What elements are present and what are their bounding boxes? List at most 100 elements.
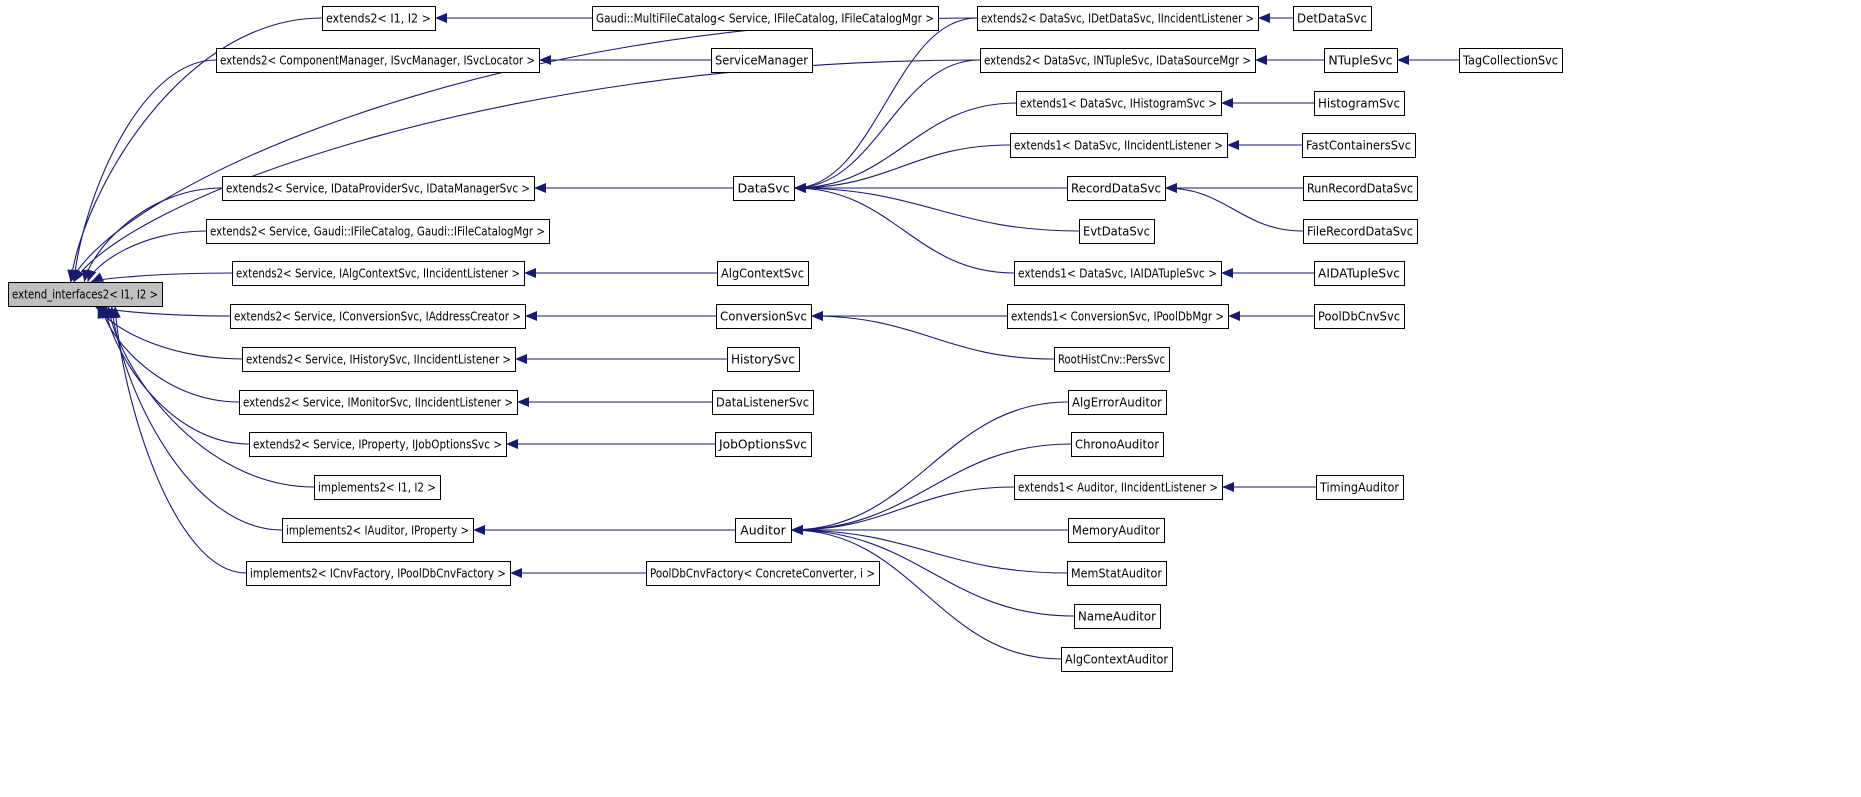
class-node-memstatauditor[interactable]: MemStatAuditor	[1067, 561, 1167, 586]
class-node-label: PoolDbCnvFactory< ConcreteConverter, i >	[650, 566, 875, 581]
class-node-evtdatasvc[interactable]: EvtDataSvc	[1079, 219, 1155, 244]
class-node-box	[246, 561, 511, 586]
class-node-ext2_compmgr[interactable]: extends2< ComponentManager, ISvcManager,…	[216, 48, 540, 73]
class-node-ext2_i1i2[interactable]: extends2< I1, I2 >	[322, 6, 436, 31]
class-node-label: ConversionSvc	[720, 309, 807, 324]
class-node-box	[1054, 347, 1170, 372]
class-node-aidatuplesvc[interactable]: AIDATupleSvc	[1314, 261, 1405, 286]
class-node-ext1_datasvc_iincident[interactable]: extends1< DataSvc, IIncidentListener >	[1010, 133, 1228, 158]
class-node-label: extends1< DataSvc, IAIDATupleSvc >	[1018, 266, 1217, 281]
class-node-label: EvtDataSvc	[1083, 224, 1150, 239]
class-node-memoryauditor[interactable]: MemoryAuditor	[1068, 518, 1165, 543]
class-node-box	[1074, 604, 1161, 629]
class-node-label: DetDataSvc	[1297, 11, 1367, 26]
class-node-label: NameAuditor	[1078, 609, 1157, 624]
class-node-ext2_service_idataprov[interactable]: extends2< Service, IDataProviderSvc, IDa…	[222, 176, 535, 201]
class-node-box	[1079, 219, 1155, 244]
class-node-auditor[interactable]: Auditor	[735, 518, 792, 543]
class-node-label: extends2< ComponentManager, ISvcManager,…	[220, 53, 535, 68]
class-node-timingauditor[interactable]: TimingAuditor	[1316, 475, 1404, 500]
class-node-label: RootHistCnv::PersSvc	[1058, 352, 1165, 367]
class-node-label: extends2< Service, Gaudi::IFileCatalog, …	[210, 224, 545, 239]
class-node-pooldbcnvfactory[interactable]: PoolDbCnvFactory< ConcreteConverter, i >	[646, 561, 880, 586]
class-node-label: TagCollectionSvc	[1462, 53, 1558, 68]
class-node-ext2_service_imonitor[interactable]: extends2< Service, IMonitorSvc, IInciden…	[239, 390, 518, 415]
class-node-ext1_conv_ipooldb[interactable]: extends1< ConversionSvc, IPoolDbMgr >	[1007, 304, 1229, 329]
class-node-fastcontainerssvc[interactable]: FastContainersSvc	[1302, 133, 1416, 158]
class-node-tagcollectionsvc[interactable]: TagCollectionSvc	[1459, 48, 1563, 73]
class-node-ext2_datasvc_idet[interactable]: extends2< DataSvc, IDetDataSvc, IInciden…	[977, 6, 1259, 31]
inheritance-edge-ext2_service_imonitor-to-root	[98, 305, 240, 403]
class-node-recorddatasvc[interactable]: RecordDataSvc	[1067, 176, 1166, 201]
class-node-runrecorddatasvc[interactable]: RunRecordDataSvc	[1303, 176, 1418, 201]
class-node-box	[1314, 91, 1405, 116]
class-node-filerecorddatasvc[interactable]: FileRecordDataSvc	[1303, 219, 1418, 244]
class-node-ext2_service_iconv[interactable]: extends2< Service, IConversionSvc, IAddr…	[230, 304, 526, 329]
class-node-box	[282, 518, 474, 543]
class-node-servicemanager[interactable]: ServiceManager	[711, 48, 813, 73]
class-node-pooldbcnvsvc[interactable]: PoolDbCnvSvc	[1314, 304, 1405, 329]
class-node-ext2_service_iproperty[interactable]: extends2< Service, IProperty, IJobOption…	[249, 432, 507, 457]
class-node-ext2_datasvc_intuple[interactable]: extends2< DataSvc, INTupleSvc, IDataSour…	[980, 48, 1256, 73]
class-node-label: extends1< DataSvc, IHistogramSvc >	[1020, 96, 1217, 111]
class-node-datasvc[interactable]: DataSvc	[733, 176, 795, 201]
class-node-algcontextsvc[interactable]: AlgContextSvc	[717, 261, 809, 286]
class-node-root[interactable]: extend_interfaces2< I1, I2 >	[8, 282, 163, 307]
class-node-box	[977, 6, 1259, 31]
class-node-box	[1314, 304, 1405, 329]
class-node-ext2_service_ifilecatalog[interactable]: extends2< Service, Gaudi::IFileCatalog, …	[206, 219, 550, 244]
class-node-box	[8, 282, 163, 307]
class-node-joboptionssvc[interactable]: JobOptionsSvc	[715, 432, 812, 457]
class-node-label: RunRecordDataSvc	[1307, 181, 1413, 196]
inheritance-edge-roothistcnv-to-conversionsvc	[810, 311, 1055, 360]
class-node-impl2_icnvfactory[interactable]: implements2< ICnvFactory, IPoolDbCnvFact…	[246, 561, 511, 586]
class-node-ext1_auditor_iincident[interactable]: extends1< Auditor, IIncidentListener >	[1014, 475, 1223, 500]
inheritance-edge-nameauditor-to-auditor	[790, 525, 1075, 617]
class-node-label: extends1< ConversionSvc, IPoolDbMgr >	[1011, 309, 1224, 324]
class-node-algcontextauditor[interactable]: AlgContextAuditor	[1061, 647, 1173, 672]
class-node-box	[230, 304, 526, 329]
class-node-box	[1010, 133, 1228, 158]
class-node-detdatasvc[interactable]: DetDataSvc	[1293, 6, 1372, 31]
class-node-label: FastContainersSvc	[1306, 138, 1411, 153]
class-node-label: implements2< IAuditor, IProperty >	[286, 523, 469, 538]
class-node-chronoauditor[interactable]: ChronoAuditor	[1071, 432, 1164, 457]
class-node-box	[592, 6, 939, 31]
class-node-label: FileRecordDataSvc	[1307, 224, 1413, 239]
class-node-label: extends1< DataSvc, IIncidentListener >	[1014, 138, 1223, 153]
class-node-conversionsvc[interactable]: ConversionSvc	[716, 304, 812, 329]
class-node-box	[1014, 475, 1223, 500]
class-node-nameauditor[interactable]: NameAuditor	[1074, 604, 1161, 629]
class-node-ext2_service_ialgctx[interactable]: extends2< Service, IAlgContextSvc, IInci…	[232, 261, 525, 286]
class-node-ext1_datasvc_ihisto[interactable]: extends1< DataSvc, IHistogramSvc >	[1016, 91, 1222, 116]
class-node-historysvc[interactable]: HistorySvc	[727, 347, 800, 372]
class-node-box	[1061, 647, 1173, 672]
class-node-label: PoolDbCnvSvc	[1318, 309, 1400, 324]
class-node-ext2_service_ihistory[interactable]: extends2< Service, IHistorySvc, IInciden…	[242, 347, 516, 372]
inheritance-edge-chronoauditor-to-auditor	[790, 443, 1072, 535]
class-node-box	[711, 48, 813, 73]
class-node-multifilecatalog[interactable]: Gaudi::MultiFileCatalog< Service, IFileC…	[592, 6, 939, 31]
class-node-box	[980, 48, 1256, 73]
class-node-ext1_datasvc_iaida[interactable]: extends1< DataSvc, IAIDATupleSvc >	[1014, 261, 1222, 286]
class-node-histogramsvc[interactable]: HistogramSvc	[1314, 91, 1405, 116]
class-node-algerrorauditor[interactable]: AlgErrorAuditor	[1068, 390, 1167, 415]
class-node-box	[1016, 91, 1222, 116]
class-node-box	[1316, 475, 1404, 500]
class-node-box	[1007, 304, 1229, 329]
class-node-label: AlgContextAuditor	[1065, 652, 1169, 667]
class-node-ntuplesvc[interactable]: NTupleSvc	[1324, 48, 1398, 73]
inheritance-edge-algerrorauditor-to-auditor	[790, 401, 1069, 535]
class-node-impl2_iauditor[interactable]: implements2< IAuditor, IProperty >	[282, 518, 474, 543]
class-node-roothistcnv[interactable]: RootHistCnv::PersSvc	[1054, 347, 1170, 372]
class-node-label: Auditor	[740, 523, 786, 538]
class-node-box	[717, 261, 809, 286]
inheritance-edge-ext2_service_iproperty-to-root	[101, 305, 250, 445]
class-node-box	[1014, 261, 1222, 286]
class-node-label: extends2< Service, IProperty, IJobOption…	[253, 437, 502, 452]
class-node-label: extends1< Auditor, IIncidentListener >	[1018, 480, 1218, 495]
inheritance-edge-algcontextauditor-to-auditor	[790, 525, 1062, 660]
class-node-datalistenersvc[interactable]: DataListenerSvc	[712, 390, 814, 415]
class-node-impl2_i1i2[interactable]: implements2< I1, I2 >	[314, 475, 441, 500]
